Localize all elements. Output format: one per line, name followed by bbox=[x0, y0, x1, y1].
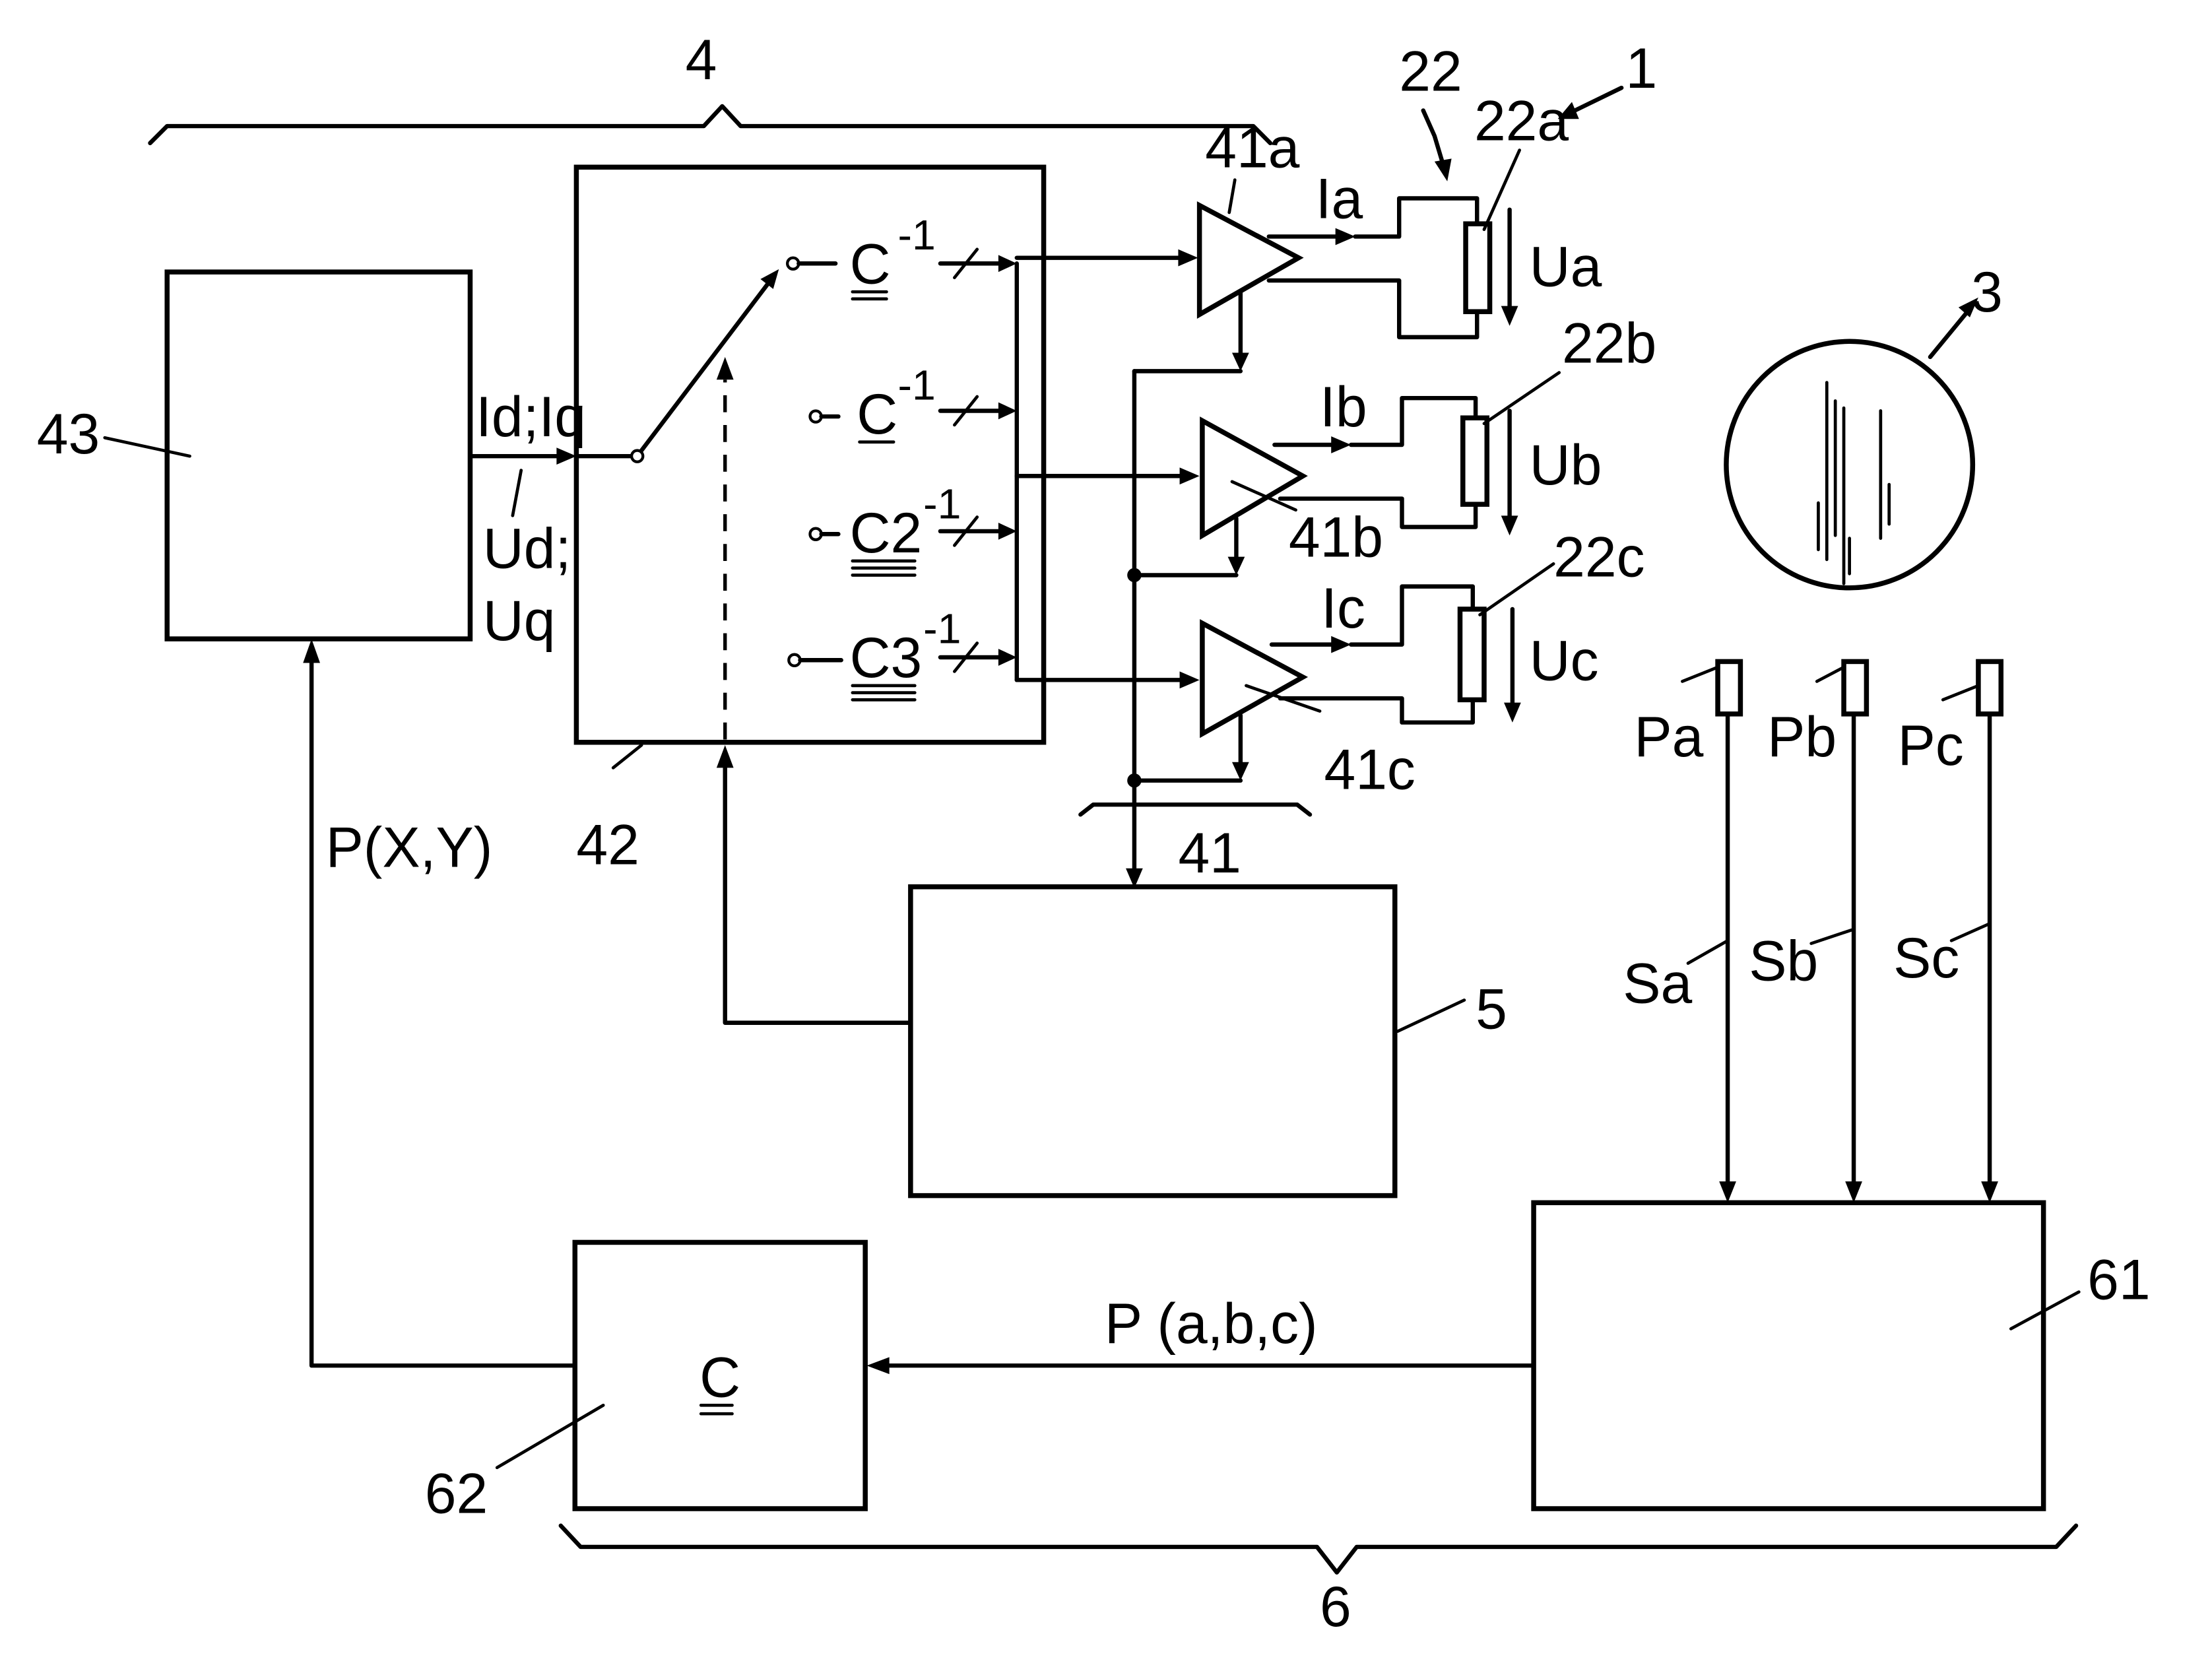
leader-lines bbox=[105, 150, 2079, 1468]
junction-b bbox=[1127, 568, 1141, 582]
label-motor: 22 bbox=[1399, 40, 1462, 103]
label-voltage-c: Uc bbox=[1530, 629, 1599, 692]
switch-arm-arrow bbox=[760, 269, 779, 289]
brace-amplifiers bbox=[1080, 804, 1310, 814]
svg-text:C: C bbox=[699, 1346, 740, 1409]
svg-text:-1: -1 bbox=[898, 211, 936, 259]
label-winding-b: 22b bbox=[1562, 312, 1656, 375]
transform-to-setpoint bbox=[311, 663, 575, 1366]
label-voltage-a: Ua bbox=[1530, 236, 1602, 299]
label-voltage-b: Ub bbox=[1530, 434, 1602, 497]
motor-leader bbox=[1423, 110, 1443, 164]
label-sensor-signal-a: Sa bbox=[1623, 952, 1692, 1016]
label-rotor: 3 bbox=[1971, 261, 2003, 324]
label-system: 1 bbox=[1626, 37, 1658, 100]
label-sensor-a: Pa bbox=[1634, 705, 1703, 769]
evaluation-block bbox=[1534, 1202, 2044, 1509]
brace-sensor-unit bbox=[561, 1526, 2076, 1573]
label-monitor-block: 5 bbox=[1476, 977, 1507, 1041]
transform-matrix-label: C bbox=[699, 1346, 740, 1414]
label-position-xy: P(X,Y) bbox=[326, 816, 493, 880]
amplifier-c bbox=[1202, 623, 1303, 733]
label-setpoint-voltage-2: Uq bbox=[483, 589, 556, 653]
label-current-b: Ib bbox=[1320, 376, 1367, 439]
svg-text:C3: C3 bbox=[850, 626, 923, 690]
label-sensor-unit: 6 bbox=[1320, 1575, 1351, 1639]
label-transform-block: 62 bbox=[425, 1462, 488, 1525]
label-setpoint-block: 43 bbox=[37, 403, 100, 466]
setpoint-block bbox=[167, 272, 470, 639]
svg-text:C: C bbox=[850, 232, 891, 296]
label-setpoint-current: Id;Iq bbox=[476, 385, 586, 449]
svg-text:-1: -1 bbox=[923, 605, 961, 652]
winding-c bbox=[1460, 609, 1483, 700]
winding-b bbox=[1463, 418, 1487, 504]
label-evaluation-block: 61 bbox=[2087, 1248, 2150, 1311]
label-sensor-signal-b: Sb bbox=[1749, 929, 1818, 993]
label-sensor-b: Pb bbox=[1767, 705, 1837, 769]
label-sensor-signal-c: Sc bbox=[1893, 927, 1959, 990]
label-current-c: Ic bbox=[1321, 577, 1365, 640]
label-sensor-c: Pc bbox=[1898, 714, 1964, 777]
matrix-label-4: C3 -1 bbox=[850, 605, 961, 700]
system-leader bbox=[1569, 88, 1621, 114]
setpoint-label-leader bbox=[513, 471, 521, 516]
label-amp-a: 41a bbox=[1205, 116, 1299, 180]
switch-control-arrow bbox=[717, 357, 734, 379]
label-setpoint-voltage-1: Ud; bbox=[483, 517, 571, 581]
svg-text:-1: -1 bbox=[923, 480, 961, 528]
winding-a bbox=[1466, 224, 1489, 312]
label-selector-block: 42 bbox=[576, 813, 639, 876]
label-amp-b: 41b bbox=[1289, 506, 1383, 570]
label-amplifiers: 41 bbox=[1178, 822, 1241, 885]
rotor-leader bbox=[1930, 309, 1970, 357]
monitor-block bbox=[911, 887, 1395, 1196]
svg-text:C: C bbox=[857, 383, 897, 446]
matrix-label-1: C -1 bbox=[850, 211, 936, 299]
sensor-b bbox=[1844, 661, 1866, 713]
rotor-marks bbox=[1818, 383, 1889, 584]
setpoint-arrow bbox=[556, 447, 576, 465]
label-winding-c: 22c bbox=[1553, 526, 1644, 589]
label-current-a: Ia bbox=[1316, 168, 1363, 231]
label-controller: 4 bbox=[686, 28, 717, 92]
label-winding-a: 22a bbox=[1474, 89, 1569, 152]
brace-controller bbox=[150, 106, 1270, 143]
switch-arm bbox=[641, 280, 770, 451]
label-position-abc: P (a,b,c) bbox=[1105, 1292, 1318, 1356]
amplifier-b bbox=[1202, 421, 1303, 536]
amplifier-a bbox=[1200, 205, 1299, 314]
svg-text:-1: -1 bbox=[898, 361, 936, 409]
monitor-to-selector bbox=[725, 768, 911, 1022]
junction-c bbox=[1127, 773, 1141, 787]
matrix-label-3: C2 -1 bbox=[850, 480, 961, 575]
label-amp-c: 41c bbox=[1324, 738, 1415, 802]
sensor-c bbox=[1978, 661, 2001, 713]
svg-text:C2: C2 bbox=[850, 502, 923, 565]
sensor-a bbox=[1718, 661, 1740, 713]
matrix-label-2: C -1 bbox=[857, 361, 935, 446]
